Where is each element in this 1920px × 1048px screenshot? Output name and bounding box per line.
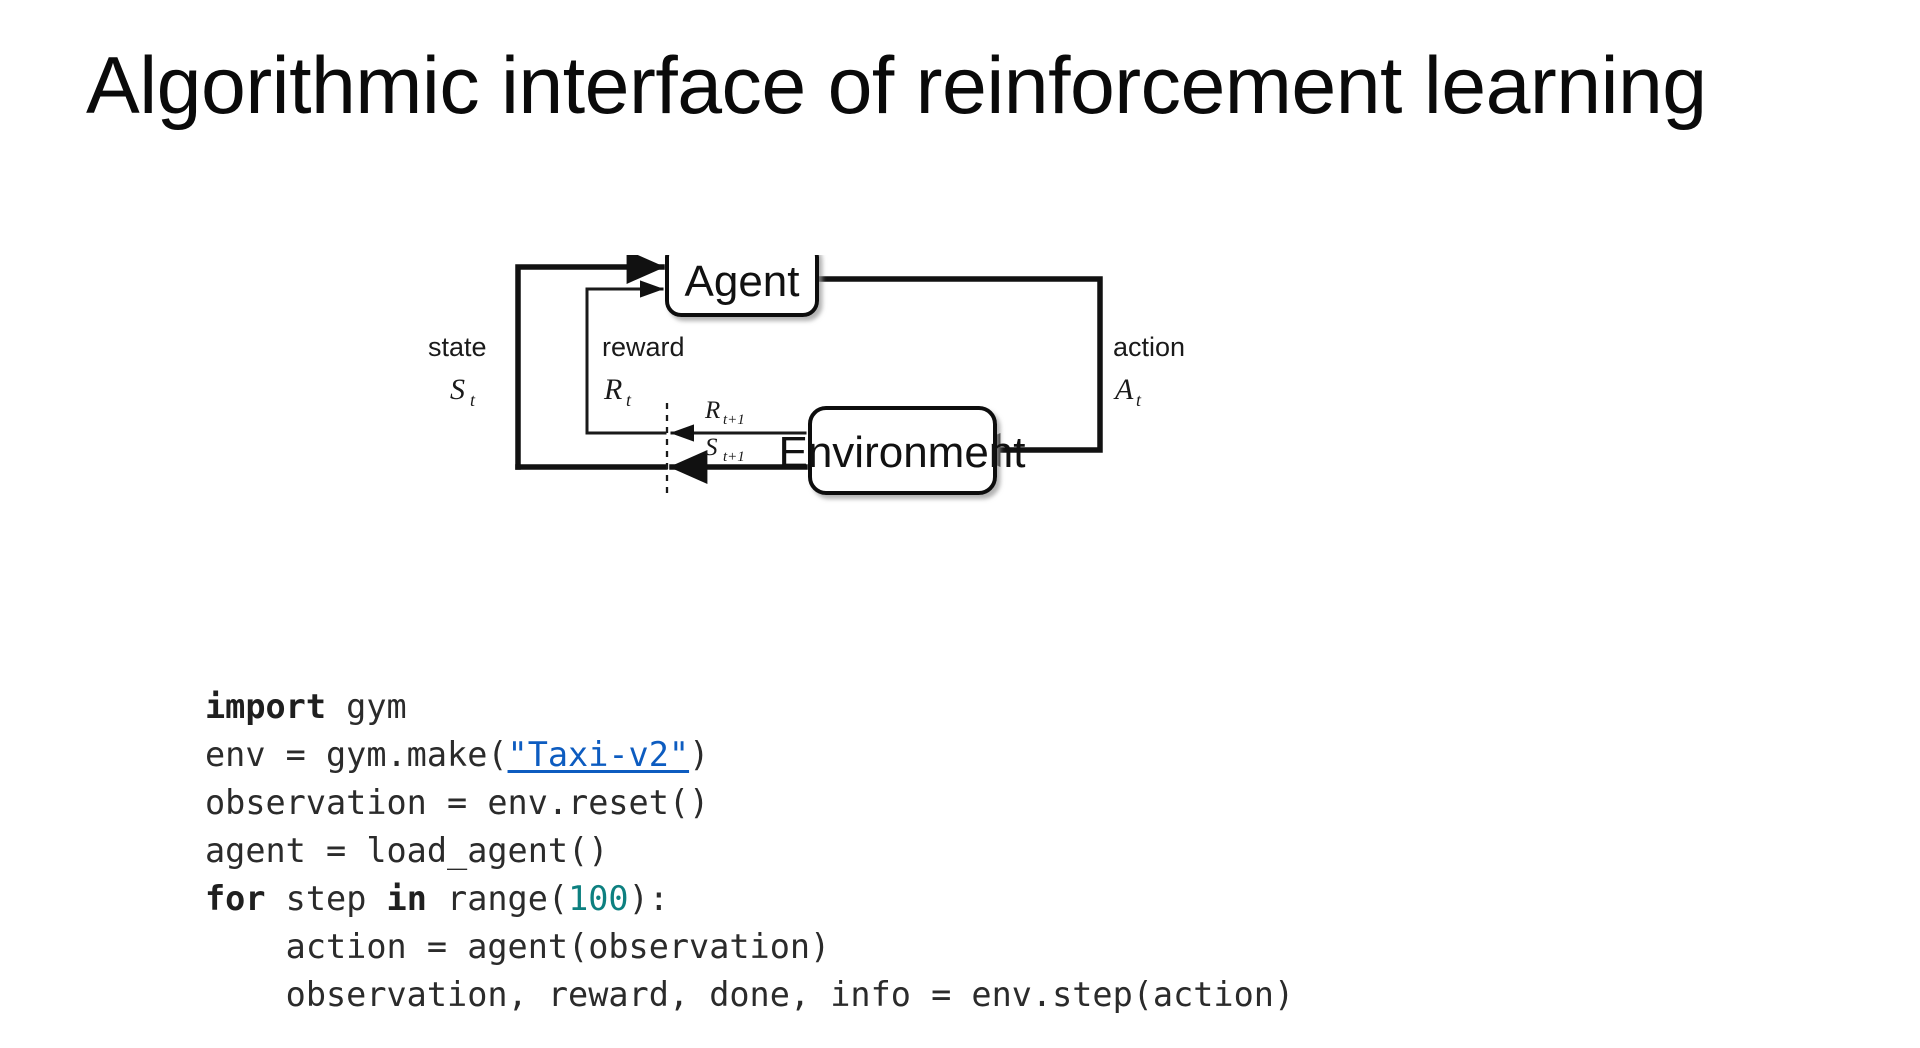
code-line: agent = load_agent() <box>205 827 1294 875</box>
state-label: state <box>428 332 487 362</box>
reward-next-subscript: t+1 <box>723 412 745 428</box>
code-line: env = gym.make("Taxi-v2") <box>205 731 1294 779</box>
reward-next-symbol-group: R t+1 <box>704 397 745 428</box>
code-line: observation, reward, done, info = env.st… <box>205 971 1294 1019</box>
code-token-keyword: import <box>205 687 327 726</box>
reward-symbol-group: R t <box>603 373 632 410</box>
code-token: step <box>265 879 387 918</box>
action-symbol-subscript: t <box>1136 390 1142 410</box>
state-symbol-subscript: t <box>470 390 476 410</box>
action-label: action <box>1113 332 1185 362</box>
reward-symbol: R <box>603 373 622 406</box>
code-token: agent = load_agent() <box>205 831 609 870</box>
code-token: observation = env.reset() <box>205 783 710 822</box>
code-token: gym <box>326 687 407 726</box>
page-title: Algorithmic interface of reinforcement l… <box>86 41 1707 131</box>
code-line: import gym <box>205 683 1294 731</box>
code-line: action = agent(observation) <box>205 923 1294 971</box>
code-token: ) <box>689 735 710 774</box>
state-next-symbol: S <box>705 434 718 461</box>
reward-next-symbol: R <box>704 397 720 424</box>
reward-symbol-subscript: t <box>626 390 632 410</box>
reward-feedback-path <box>585 280 667 435</box>
state-feedback-path <box>515 255 668 470</box>
code-token: action = agent(observation) <box>205 927 831 966</box>
action-path <box>817 276 1103 467</box>
environment-box: Environment <box>778 406 1026 495</box>
state-symbol-group: S t <box>450 373 476 410</box>
code-token-string-link[interactable]: "Taxi-v2" <box>507 735 690 774</box>
code-line: for step in range(100): <box>205 875 1294 923</box>
code-token: env = gym.make( <box>205 735 508 774</box>
state-symbol: S <box>450 373 465 406</box>
code-token: ): <box>628 879 669 918</box>
rl-loop-diagram: Agent Environment state S t reward R t a… <box>380 255 1300 565</box>
code-line: observation = env.reset() <box>205 779 1294 827</box>
agent-box-label: Agent <box>685 257 800 306</box>
code-token: range( <box>426 879 569 918</box>
action-symbol-group: A t <box>1113 373 1142 410</box>
code-token-keyword: in <box>386 879 427 918</box>
reward-label: reward <box>602 332 685 362</box>
action-symbol: A <box>1113 373 1134 406</box>
code-token-number: 100 <box>568 879 629 918</box>
agent-box: Agent <box>665 255 819 317</box>
code-token-keyword: for <box>205 879 266 918</box>
code-token: observation, reward, done, info = env.st… <box>205 975 1295 1014</box>
state-next-subscript: t+1 <box>723 449 745 465</box>
environment-box-label: Environment <box>778 428 1025 477</box>
state-next-symbol-group: S t+1 <box>705 434 745 465</box>
